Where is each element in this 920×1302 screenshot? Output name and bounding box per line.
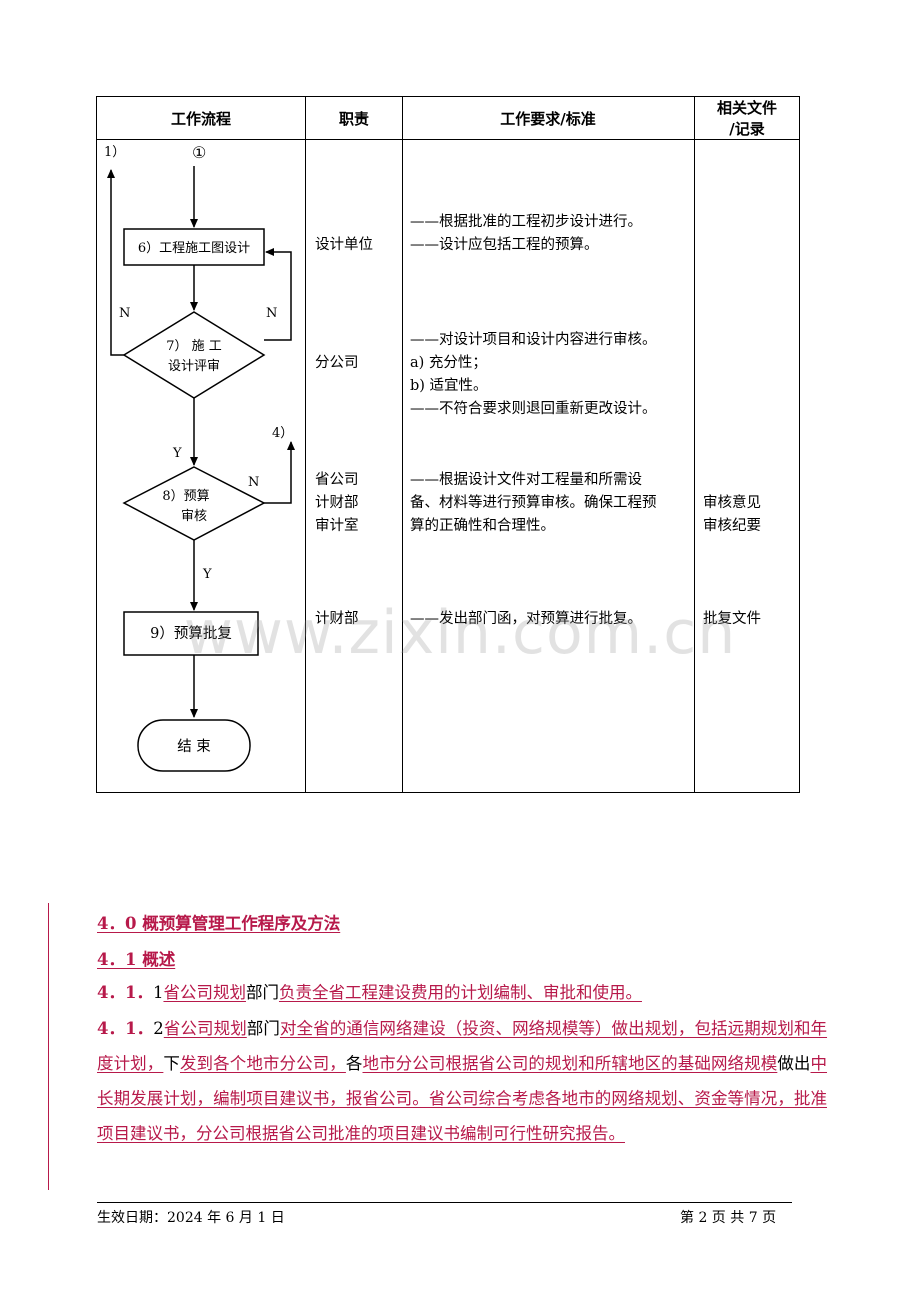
section-heading-4-1: 4．1 概述 (97, 950, 176, 969)
row-3-duty: 省公司 计财部 审计室 (315, 472, 359, 534)
header-flow: 工作流程 (171, 110, 231, 128)
paragraph-4-1-2: 4．1．2省公司规划部门对全省的通信网络建设（投资、网络规模等）做出规划，包括远… (97, 1019, 828, 1143)
step-7-label-line1: 7） 施 工 (166, 339, 222, 354)
connector-label-top: ① (192, 143, 206, 162)
connector-label-1: 1） (104, 145, 125, 160)
step-9-box (123, 611, 259, 656)
end-label: 结 束 (177, 738, 211, 755)
footer-rule (97, 1202, 792, 1203)
revision-margin-bar (48, 903, 49, 1190)
step-8-label-line2: 审核 (181, 509, 207, 524)
flowchart: 1） ① 6）工程施工图设计 N N 7） 施 工 设计评审 Y 4） N 8）… (104, 143, 295, 772)
step-7-label-line2: 设计评审 (168, 359, 220, 374)
step-9-label: 9）预算批复 (150, 624, 232, 642)
n-label-3: N (248, 475, 259, 490)
paragraph-4-1-1: 4．1．1省公司规划部门负责全省工程建设费用的计划编制、审批和使用。 (97, 983, 642, 1002)
step-6-box (123, 228, 265, 266)
n-label-left: N (119, 306, 130, 321)
row-4-docs: 批复文件 (703, 611, 761, 627)
n-label-right: N (266, 306, 277, 321)
footer-effective-date: 生效日期：2024 年 6 月 1 日 (97, 1210, 285, 1226)
header-standard: 工作要求/标准 (500, 110, 595, 128)
footer-page-number: 第 2 页 共 7 页 (680, 1210, 777, 1226)
step-6-label: 6）工程施工图设计 (138, 241, 250, 256)
step-8-label-line1: 8）预算 (162, 489, 209, 504)
row-2-duty: 分公司 (315, 355, 359, 371)
row-2-standard: ——对设计项目和设计内容进行审核。 a) 充分性； b) 适宜性。 ——不符合要… (410, 332, 657, 417)
table-grid (96, 96, 800, 793)
header-duty: 职责 (339, 110, 369, 128)
header-docs-line1: 相关文件 (717, 99, 777, 117)
row-1-standard: ——根据批准的工程初步设计进行。 ——设计应包括工程的预算。 (410, 214, 642, 253)
row-3-docs: 审核意见 审核纪要 (703, 495, 761, 534)
end-terminal (137, 719, 251, 772)
row-3-standard: ——根据设计文件对工程量和所需设 备、材料等进行预算审核。确保工程预 算的正确性… (410, 472, 657, 534)
y-label-2: Y (202, 567, 212, 582)
row-4-standard: ——发出部门函，对预算进行批复。 (410, 611, 642, 627)
y-label-1: Y (172, 446, 182, 461)
procedure-table: 工作流程 职责 工作要求/标准 相关文件 /记录 1） ① 6）工程施工图设计 … (96, 96, 800, 793)
step-7-diamond (122, 311, 266, 399)
row-4-duty: 计财部 (315, 611, 359, 627)
section-heading-4-0: 4．0 概预算管理工作程序及方法 (97, 914, 341, 933)
connector-label-4: 4） (272, 426, 293, 441)
row-1-duty: 设计单位 (315, 237, 373, 253)
header-docs-line2: /记录 (729, 120, 764, 138)
